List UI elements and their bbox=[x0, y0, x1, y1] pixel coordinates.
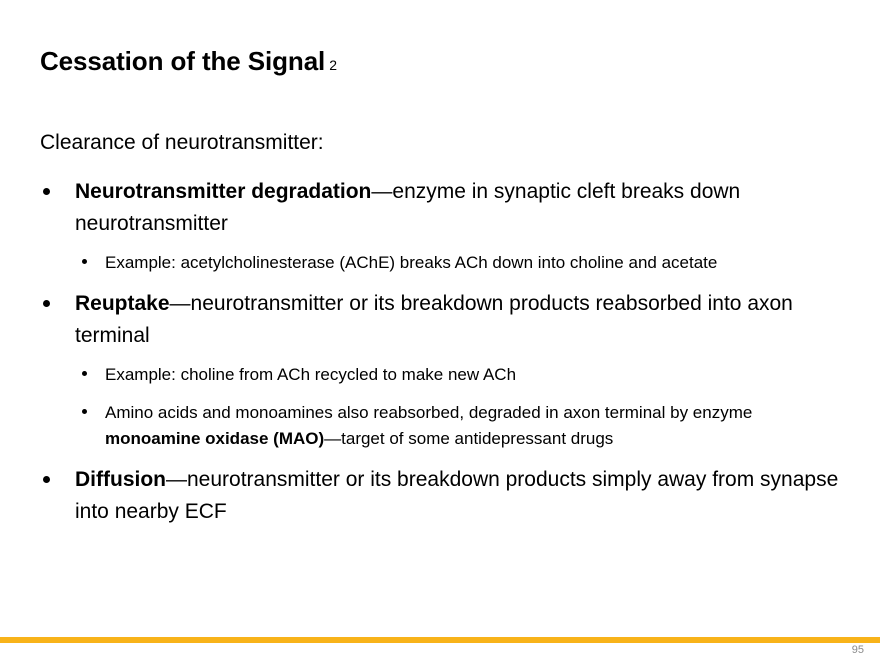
list-item-lead: Diffusion bbox=[75, 468, 166, 491]
list-item: Neurotransmitter degradation—enzyme in s… bbox=[40, 176, 840, 240]
bullet-dot-icon bbox=[43, 476, 50, 483]
list-item-text: Reuptake—neurotransmitter or its breakdo… bbox=[75, 288, 840, 352]
bullet-dot-icon bbox=[43, 188, 50, 195]
list-item-lead: Amino acids and monoamines also reabsorb… bbox=[105, 403, 753, 422]
footer-rule bbox=[0, 637, 880, 643]
list-item-rest: Example: acetylcholinesterase (AChE) bre… bbox=[105, 253, 718, 272]
bullet-dot-icon bbox=[43, 300, 50, 307]
list-item-rest: —neurotransmitter or its breakdown produ… bbox=[75, 468, 839, 523]
list-item-text: Neurotransmitter degradation—enzyme in s… bbox=[75, 176, 840, 240]
list-item-lead: Reuptake bbox=[75, 292, 170, 315]
list-item: Diffusion—neurotransmitter or its breakd… bbox=[40, 464, 840, 528]
slide-body: Clearance of neurotransmitter: Neurotran… bbox=[40, 128, 840, 538]
list-item-emphasis: monoamine oxidase (MAO) bbox=[105, 429, 325, 448]
list-item-text: Example: choline from ACh recycled to ma… bbox=[105, 362, 840, 388]
page-title-text: Cessation of the Signal bbox=[40, 46, 326, 76]
page-title-suffix: 2 bbox=[329, 57, 337, 73]
sub-list: Example: acetylcholinesterase (AChE) bre… bbox=[40, 250, 840, 276]
bullet-dot-icon bbox=[82, 259, 87, 264]
list-item-text: Example: acetylcholinesterase (AChE) bre… bbox=[105, 250, 840, 276]
list-item-lead: Neurotransmitter degradation bbox=[75, 180, 372, 203]
list-item: Amino acids and monoamines also reabsorb… bbox=[40, 400, 840, 452]
list-item-rest: Example: choline from ACh recycled to ma… bbox=[105, 365, 517, 384]
bullet-dot-icon bbox=[82, 409, 87, 414]
page-title: Cessation of the Signal 2 bbox=[40, 46, 840, 77]
page-number: 95 bbox=[851, 644, 864, 656]
list-item: Example: acetylcholinesterase (AChE) bre… bbox=[40, 250, 840, 276]
list-item: Reuptake—neurotransmitter or its breakdo… bbox=[40, 288, 840, 352]
intro-line: Clearance of neurotransmitter: bbox=[40, 131, 324, 154]
list-item-text: Amino acids and monoamines also reabsorb… bbox=[105, 400, 840, 452]
list-item: Example: choline from ACh recycled to ma… bbox=[40, 362, 840, 388]
bullet-dot-icon bbox=[82, 371, 87, 376]
sub-list: Example: choline from ACh recycled to ma… bbox=[40, 362, 840, 452]
list-item-rest: —neurotransmitter or its breakdown produ… bbox=[75, 292, 793, 347]
list-item-tail: —target of some antidepressant drugs bbox=[324, 429, 614, 448]
list-item-text: Diffusion—neurotransmitter or its breakd… bbox=[75, 464, 840, 528]
list-item-rest: —enzyme in synaptic cleft breaks down ne… bbox=[75, 180, 741, 235]
